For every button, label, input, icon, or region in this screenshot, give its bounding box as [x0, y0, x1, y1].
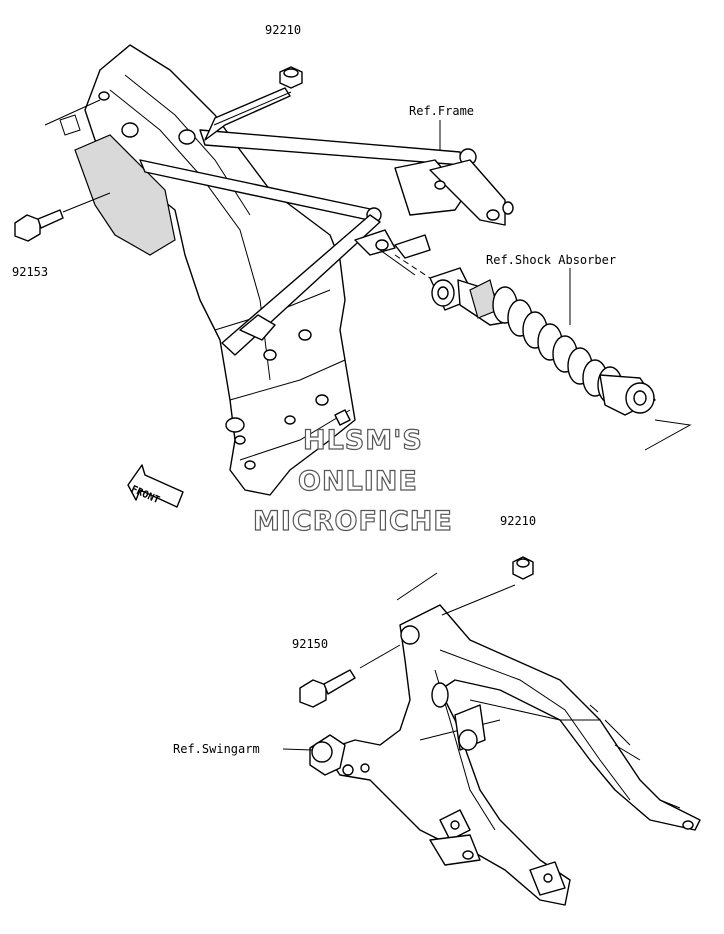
nut-92210-top — [279, 66, 303, 89]
watermark-line-3: MICROFICHE — [252, 505, 453, 537]
callout-nut-92210-bottom: 92210 — [500, 514, 537, 528]
shock-axis-top — [394, 254, 431, 279]
leader-bolt-left — [62, 192, 111, 213]
callout-bolt-92150: 92150 — [292, 637, 329, 651]
leader-nut-bottom — [441, 584, 516, 616]
swingarm-axis-dash — [396, 572, 438, 601]
callout-ref-shock-absorber: Ref.Shock Absorber — [486, 253, 617, 267]
swingarm-part — [309, 604, 701, 906]
shock-axis-bottom — [644, 419, 692, 451]
bolt-92150 — [299, 669, 356, 708]
front-arrow-icon — [127, 464, 184, 508]
frame-part — [44, 44, 514, 496]
watermark-line-1: HLSM'S — [302, 424, 423, 456]
leader-nut-top — [213, 91, 292, 126]
callout-bolt-92153: 92153 — [12, 265, 49, 279]
leader-bolt-bottom — [359, 644, 401, 669]
bolt-92153 — [14, 209, 64, 242]
watermark-line-2: ONLINE — [297, 465, 418, 497]
nut-92210-bottom — [512, 556, 534, 580]
leader-ref-swingarm — [282, 748, 313, 751]
callout-nut-92210-top: 92210 — [265, 23, 302, 37]
shock-absorber-part — [429, 267, 656, 416]
callout-ref-frame: Ref.Frame — [409, 104, 475, 118]
callout-ref-swingarm: Ref.Swingarm — [173, 742, 260, 756]
